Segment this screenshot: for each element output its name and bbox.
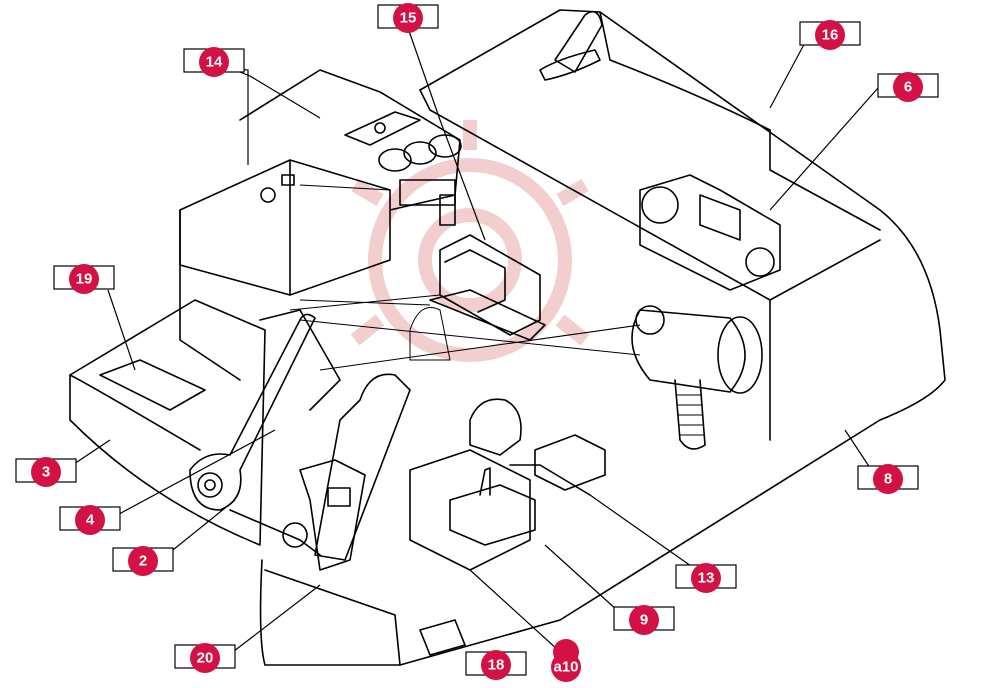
callout-a10[interactable]: a10 xyxy=(551,639,581,682)
callout-label: 16 xyxy=(822,27,839,44)
callout-16[interactable]: 16 xyxy=(799,20,861,50)
callout-label: 19 xyxy=(76,271,93,288)
leader-lines xyxy=(61,27,879,659)
machine-body xyxy=(69,9,946,666)
callout-6[interactable]: 6 xyxy=(877,72,939,102)
callout-label: 20 xyxy=(197,650,214,667)
callout-20[interactable]: 20 xyxy=(174,643,236,673)
callout-label: 8 xyxy=(884,471,892,488)
callout-label: 15 xyxy=(400,10,417,27)
callout-9[interactable]: 9 xyxy=(613,605,675,635)
callout-14[interactable]: 14 xyxy=(183,47,245,77)
callout-label: 9 xyxy=(640,612,648,629)
callout-3[interactable]: 3 xyxy=(15,457,77,487)
callout-label: 4 xyxy=(86,512,95,529)
callout-4[interactable]: 4 xyxy=(59,505,121,535)
callout-label: 6 xyxy=(904,79,912,96)
callout-15[interactable]: 15 xyxy=(377,3,439,33)
callout-18[interactable]: 18 xyxy=(465,650,527,680)
callout-label: 18 xyxy=(488,657,505,674)
callout-label: 3 xyxy=(42,464,50,481)
callout-label: 13 xyxy=(698,570,715,587)
callout-2[interactable]: 2 xyxy=(112,546,174,576)
callout-13[interactable]: 13 xyxy=(675,563,737,593)
callout-label: 14 xyxy=(206,54,223,71)
callout-label: 2 xyxy=(139,553,147,570)
watermark-logo xyxy=(350,120,590,362)
callout-label: a10 xyxy=(553,659,578,676)
callout-8[interactable]: 8 xyxy=(857,464,919,494)
callout-19[interactable]: 19 xyxy=(53,264,115,294)
